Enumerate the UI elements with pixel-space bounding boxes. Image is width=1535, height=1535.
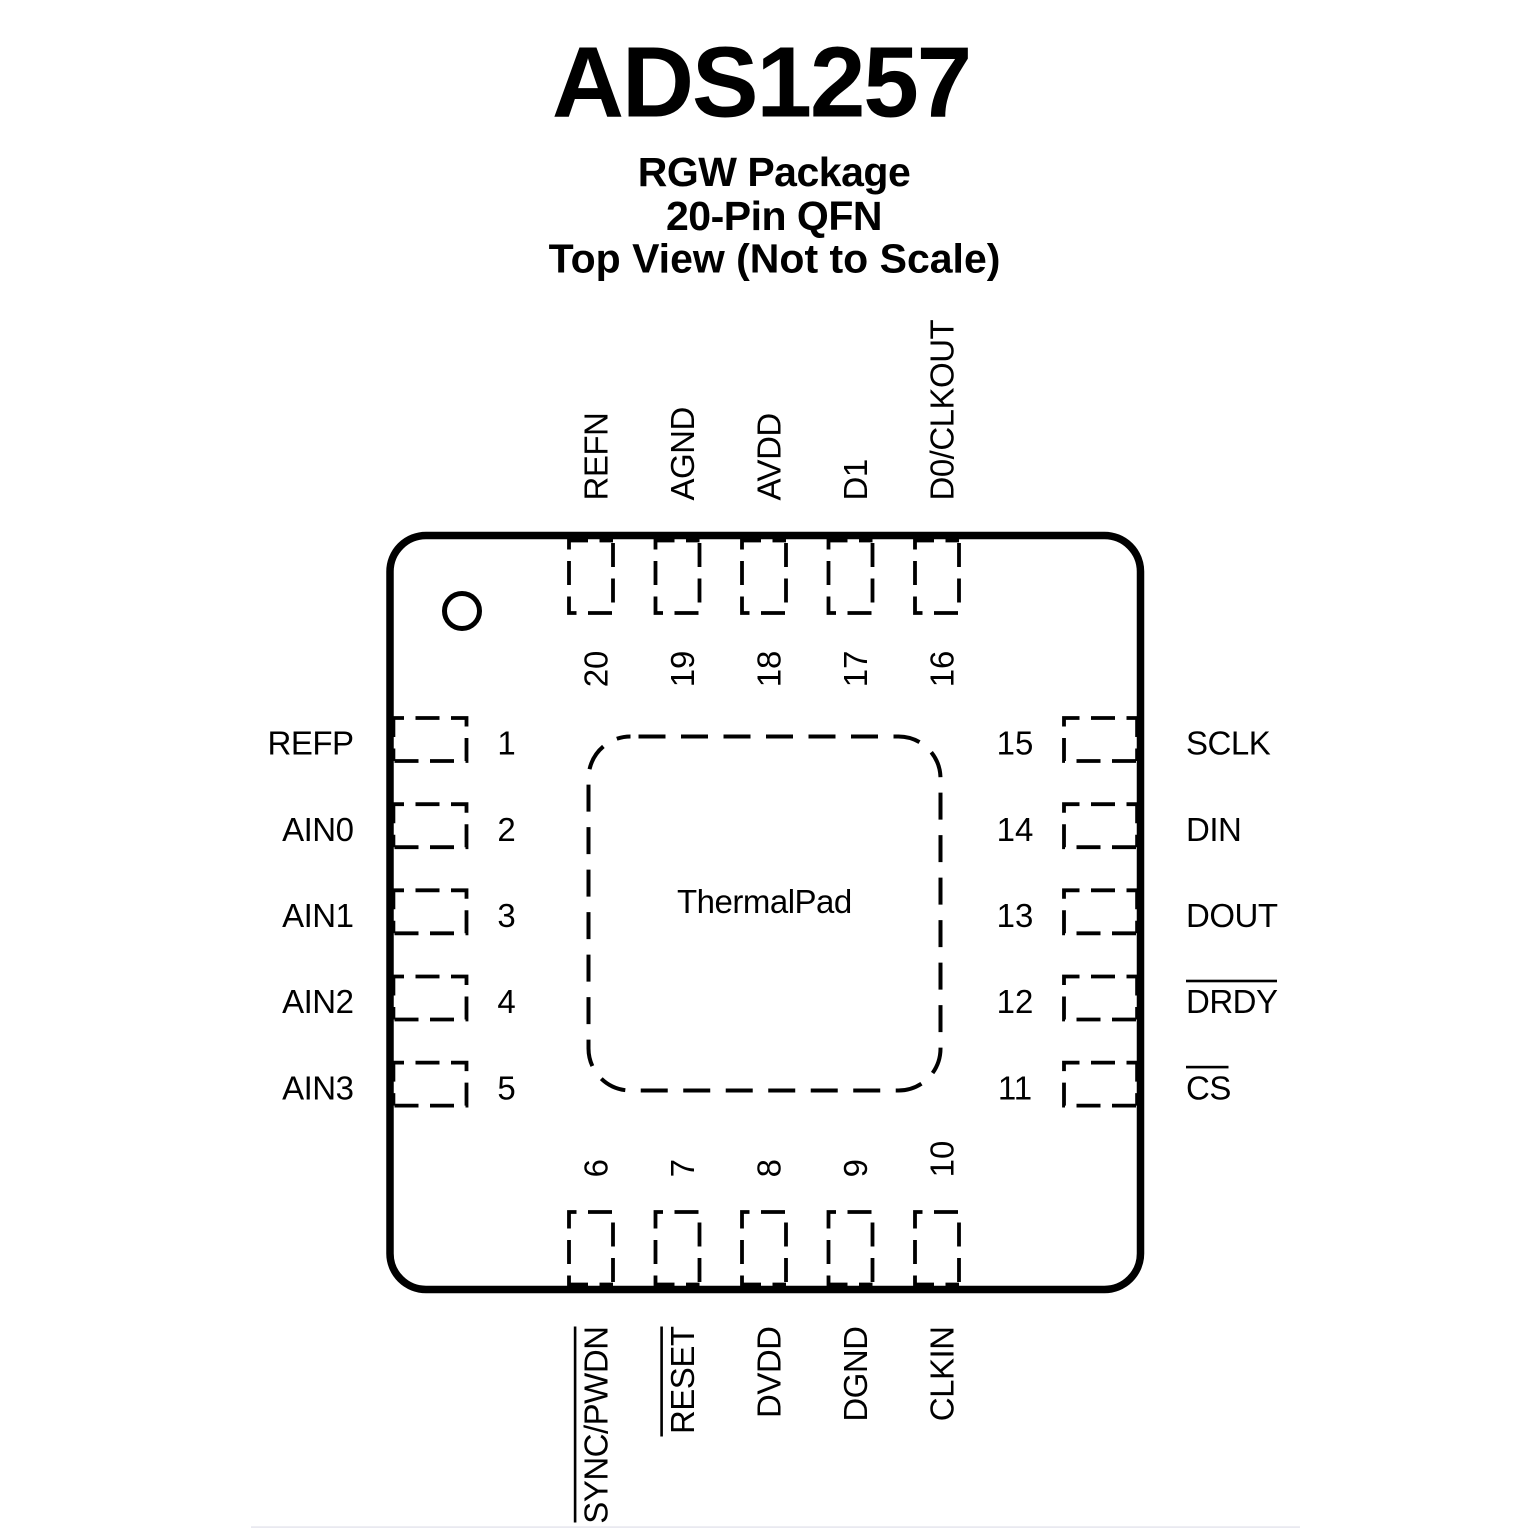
svg-text:DOUT: DOUT <box>1186 897 1278 934</box>
svg-text:17: 17 <box>837 651 874 688</box>
svg-text:CS: CS <box>1186 1069 1231 1106</box>
svg-text:7: 7 <box>664 1159 701 1177</box>
svg-text:DGND: DGND <box>837 1327 874 1422</box>
svg-text:AIN3: AIN3 <box>282 1069 353 1106</box>
svg-text:4: 4 <box>497 983 515 1020</box>
svg-text:9: 9 <box>837 1159 874 1177</box>
svg-text:6: 6 <box>577 1159 614 1177</box>
svg-text:AIN1: AIN1 <box>282 897 353 934</box>
svg-text:REFP: REFP <box>267 725 353 762</box>
svg-text:11: 11 <box>998 1069 1032 1106</box>
svg-text:RESET: RESET <box>664 1326 701 1434</box>
svg-text:AGND: AGND <box>664 407 701 500</box>
svg-text:DRDY: DRDY <box>1186 983 1278 1020</box>
svg-text:20-Pin QFN: 20-Pin QFN <box>666 193 882 239</box>
svg-text:2: 2 <box>497 811 515 848</box>
svg-text:13: 13 <box>997 897 1034 934</box>
svg-text:8: 8 <box>750 1159 787 1177</box>
svg-text:ADS1257: ADS1257 <box>552 27 970 139</box>
svg-text:CLKIN: CLKIN <box>923 1327 960 1422</box>
svg-text:REFN: REFN <box>577 413 614 501</box>
svg-text:5: 5 <box>497 1069 515 1106</box>
svg-text:DIN: DIN <box>1186 811 1241 848</box>
svg-text:SYNC/PWDN: SYNC/PWDN <box>577 1327 614 1524</box>
svg-text:AIN0: AIN0 <box>282 811 354 848</box>
svg-text:D1: D1 <box>837 459 874 500</box>
svg-text:SCLK: SCLK <box>1186 725 1271 762</box>
svg-text:Top View (Not to Scale): Top View (Not to Scale) <box>549 236 1001 282</box>
svg-text:16: 16 <box>923 651 960 688</box>
svg-text:18: 18 <box>750 651 787 688</box>
svg-text:D0/CLKOUT: D0/CLKOUT <box>923 319 960 500</box>
svg-text:19: 19 <box>664 651 701 688</box>
svg-text:DVDD: DVDD <box>750 1327 787 1419</box>
svg-text:AVDD: AVDD <box>750 413 787 500</box>
svg-text:15: 15 <box>997 725 1034 762</box>
svg-text:AIN2: AIN2 <box>282 983 353 1020</box>
svg-text:10: 10 <box>923 1141 960 1178</box>
svg-text:14: 14 <box>997 811 1034 848</box>
svg-text:20: 20 <box>577 651 614 688</box>
svg-text:RGW Package: RGW Package <box>638 149 911 195</box>
svg-text:12: 12 <box>997 983 1034 1020</box>
svg-text:1: 1 <box>497 725 515 762</box>
svg-text:3: 3 <box>497 897 515 934</box>
svg-text:ThermalPad: ThermalPad <box>677 883 852 920</box>
